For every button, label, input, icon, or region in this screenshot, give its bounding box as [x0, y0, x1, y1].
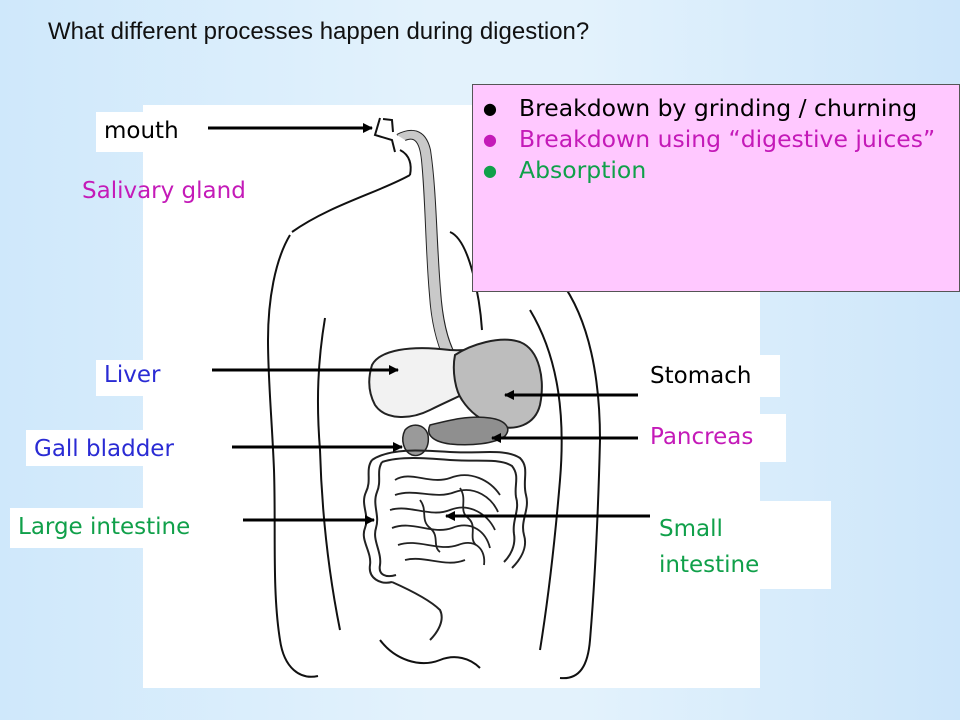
label-large-intestine: Large intestine	[10, 508, 242, 548]
label-stomach: Stomach	[642, 355, 780, 397]
label-gall-bladder: Gall bladder	[26, 430, 231, 466]
stomach-shape	[452, 338, 543, 429]
process-item: ● Absorption	[473, 155, 959, 186]
page-title: What different processes happen during d…	[48, 18, 590, 45]
bullet-icon: ●	[483, 161, 497, 180]
label-small-intestine: Small intestine	[651, 501, 831, 589]
process-item: ● Breakdown by grinding / churning	[473, 93, 959, 124]
digestion-processes-box: ● Breakdown by grinding / churning ● Bre…	[472, 84, 960, 292]
pointer-arrows	[208, 123, 650, 525]
process-item: ● Breakdown using “digestive juices”	[473, 124, 959, 155]
label-pancreas: Pancreas	[642, 414, 786, 462]
process-list: ● Breakdown by grinding / churning ● Bre…	[473, 85, 959, 186]
process-text: Breakdown by grinding / churning	[519, 94, 918, 122]
large-intestine-shape	[362, 449, 528, 641]
esophagus	[396, 129, 456, 361]
label-mouth: mouth	[96, 112, 206, 152]
pancreas-shape	[428, 416, 509, 446]
bullet-icon: ●	[483, 99, 497, 118]
bullet-icon: ●	[483, 130, 497, 149]
process-text: Absorption	[519, 156, 647, 184]
label-liver: Liver	[96, 360, 204, 396]
small-intestine-shape	[389, 474, 501, 566]
process-text: Breakdown using “digestive juices”	[519, 125, 936, 153]
label-salivary-gland: Salivary gland	[82, 178, 246, 204]
body-outline	[266, 117, 602, 680]
